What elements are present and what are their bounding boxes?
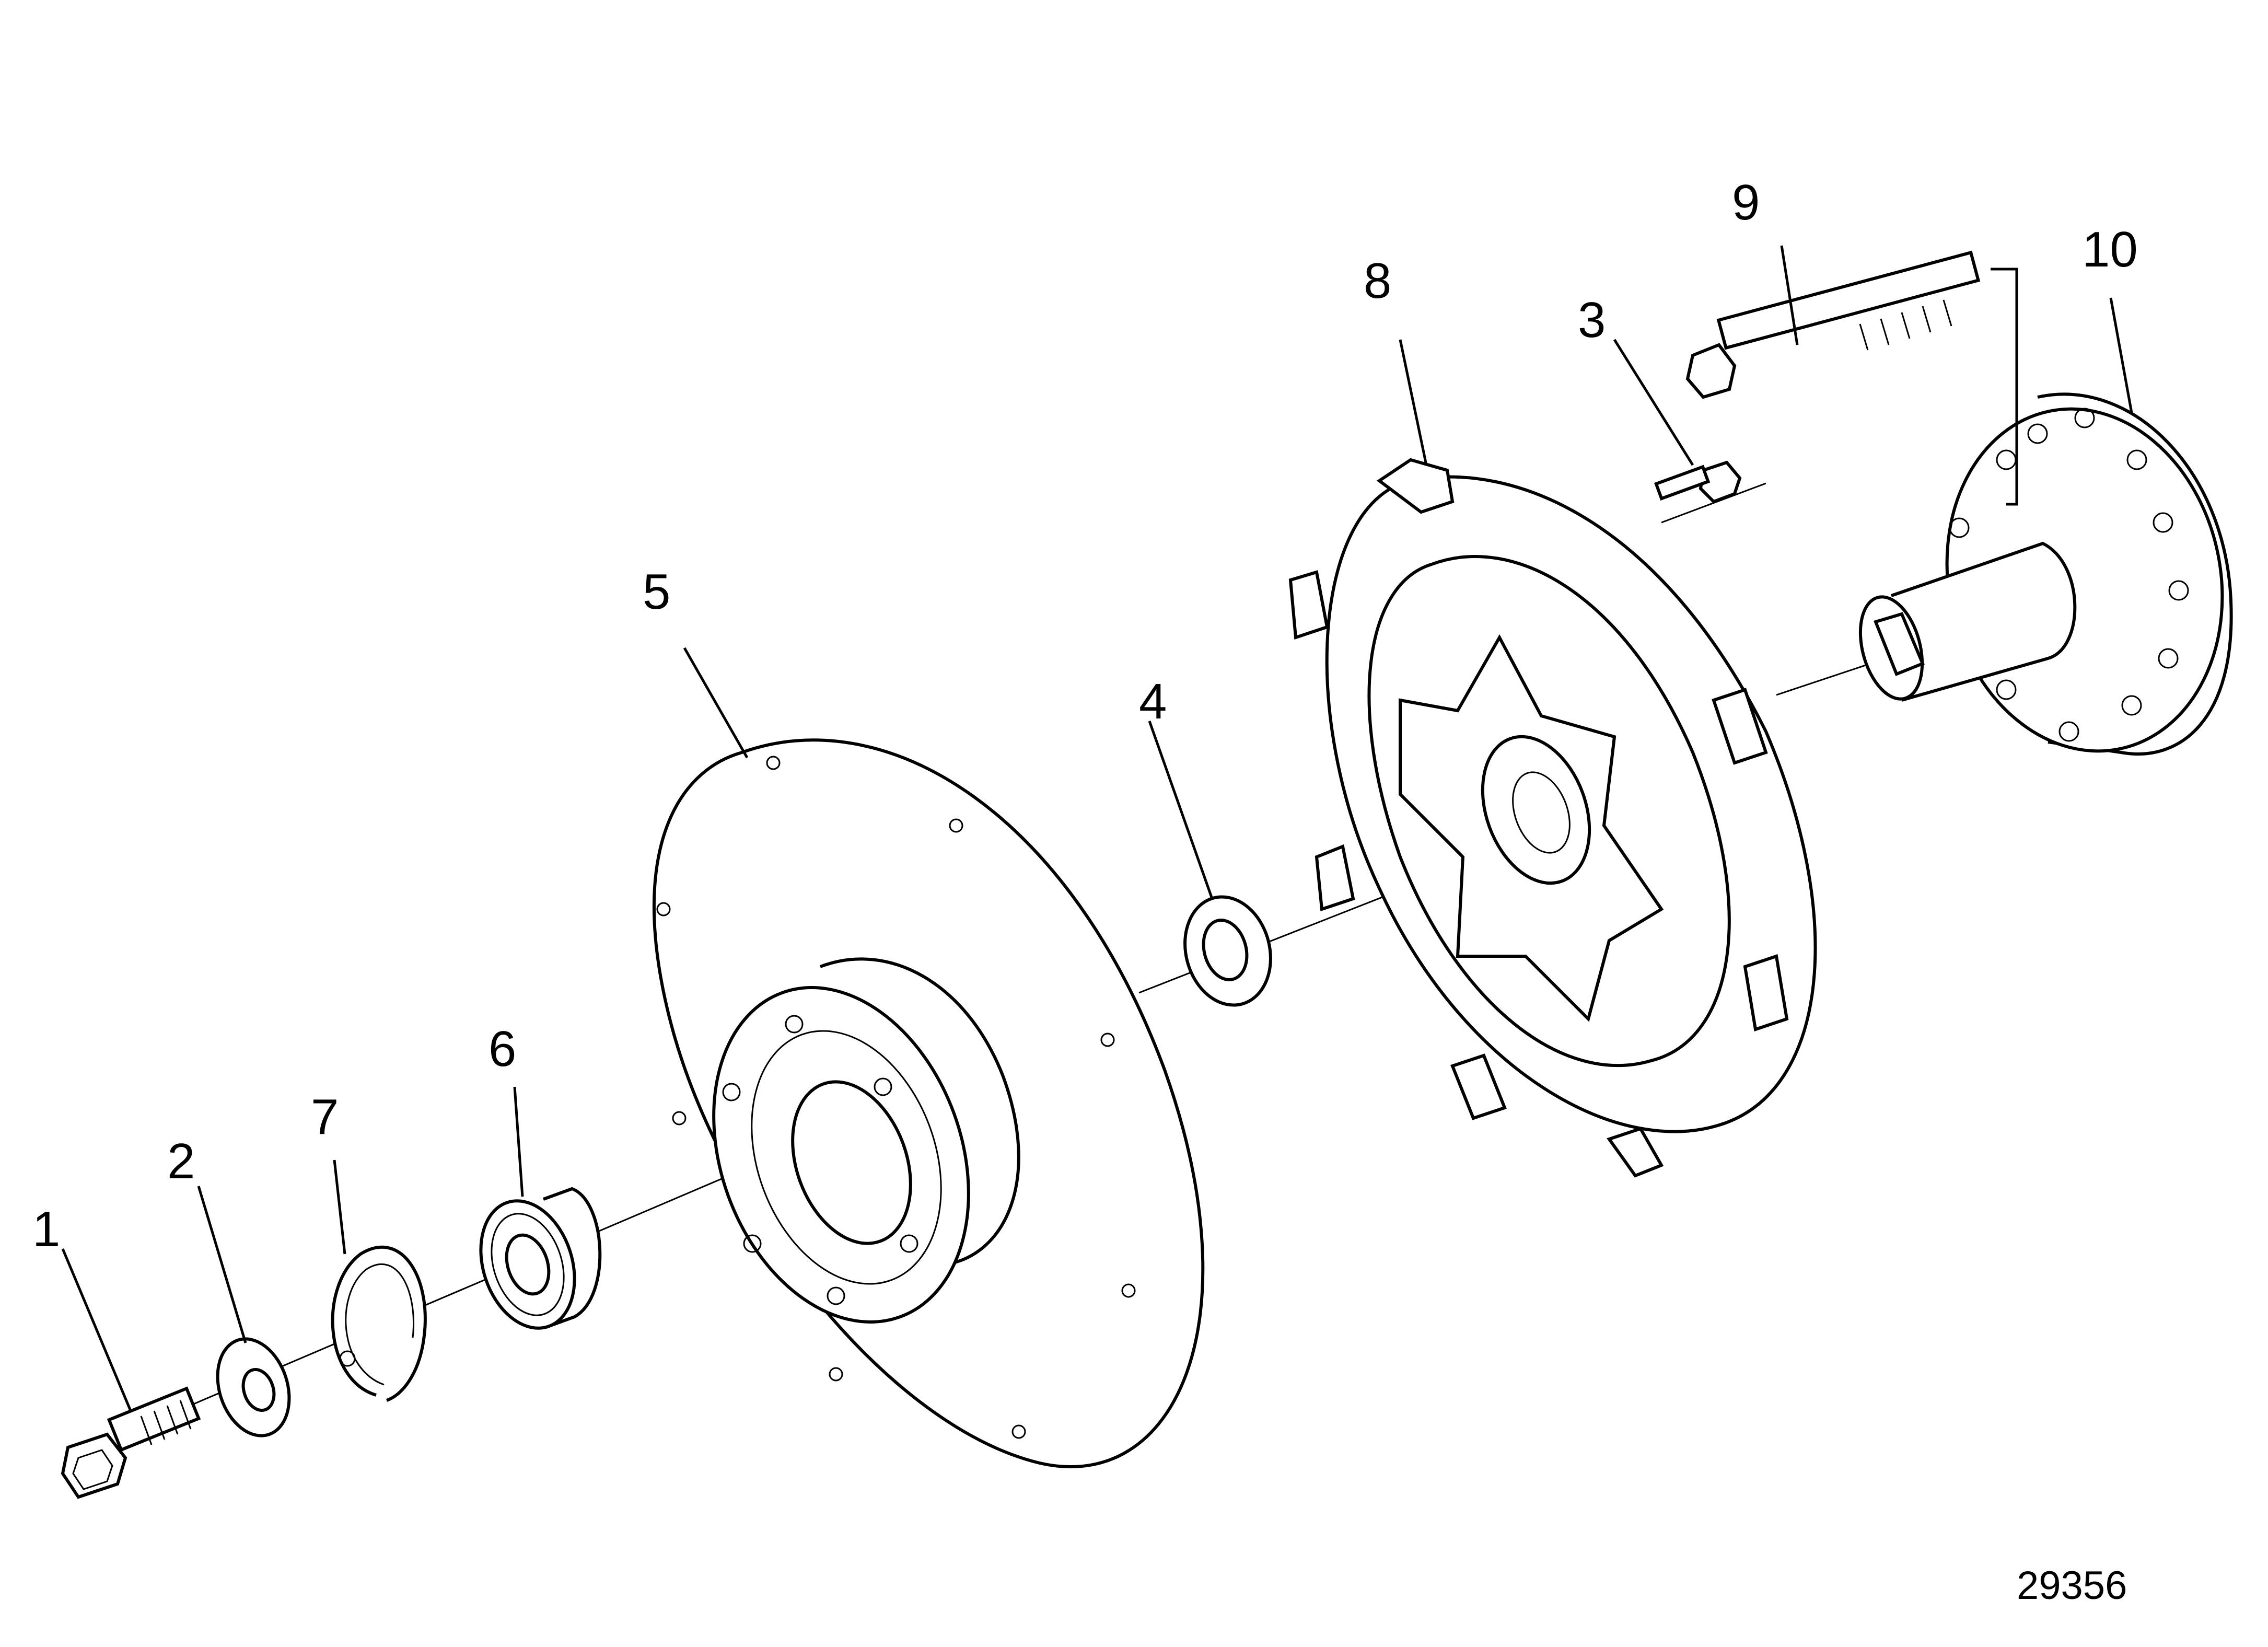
part-6-bearing xyxy=(479,1187,602,1330)
callout-7: 7 xyxy=(311,1089,339,1145)
part-2-washer xyxy=(216,1337,291,1437)
callout-1: 1 xyxy=(32,1201,60,1257)
part-7-circlip xyxy=(331,1246,427,1402)
callout-10: 10 xyxy=(2082,222,2138,277)
callout-4: 4 xyxy=(1139,674,1167,729)
part-8-clutch-housing xyxy=(1288,458,1817,1178)
part-1-flange-bolt xyxy=(61,1386,201,1499)
callout-5: 5 xyxy=(643,564,670,620)
part-4-shim-washer xyxy=(1183,895,1272,1007)
part-10-shaft-flange xyxy=(1858,392,2233,756)
callout-3: 3 xyxy=(1578,292,1606,348)
callout-9: 9 xyxy=(1732,175,1760,230)
part-9-long-bolt xyxy=(1685,250,1981,399)
callout-8: 8 xyxy=(1364,253,1391,309)
part-5-flywheel-plate xyxy=(653,738,1205,1468)
callout-2: 2 xyxy=(167,1133,195,1189)
figure-id: 29356 xyxy=(2017,1563,2127,1608)
callout-6: 6 xyxy=(489,1021,516,1077)
leader-lines xyxy=(61,245,2133,1411)
part-3-screw xyxy=(1654,460,1742,504)
callout-labels: 1 2 7 6 5 4 8 3 9 10 xyxy=(32,175,2138,1257)
